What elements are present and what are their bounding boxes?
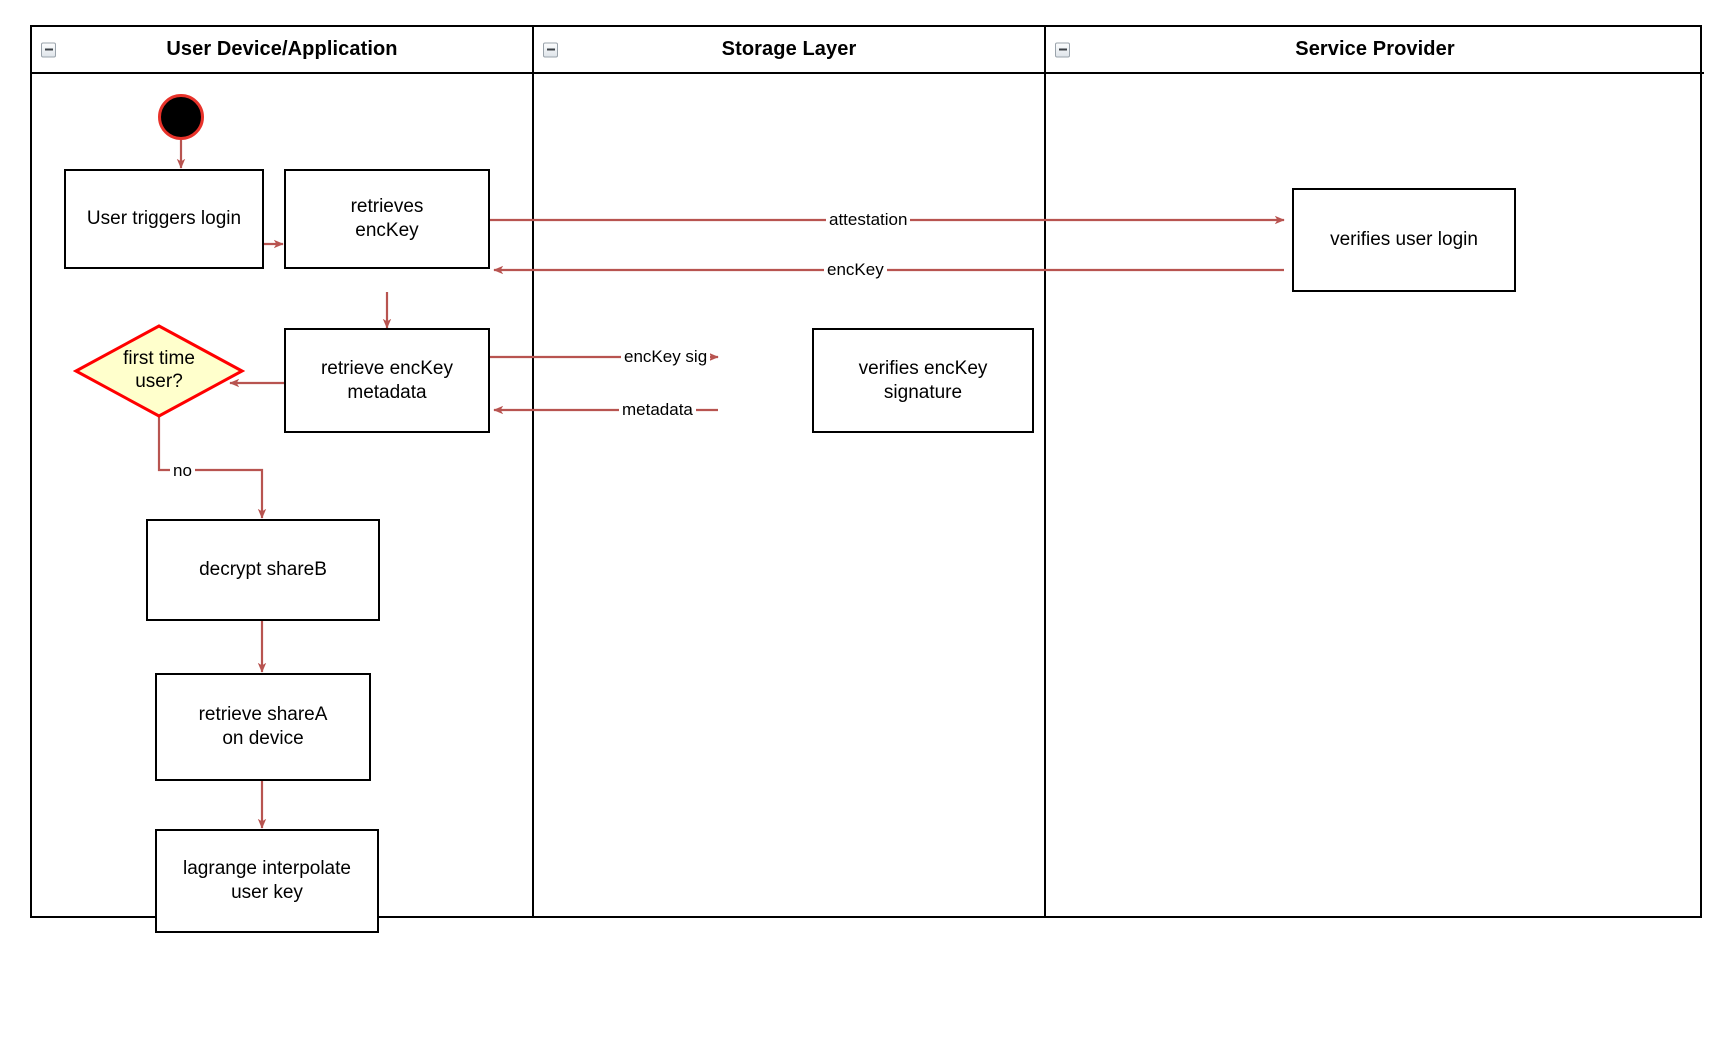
lane-title-storage-layer: Storage Layer — [721, 38, 857, 60]
collapse-minus-icon[interactable] — [543, 42, 558, 57]
collapse-minus-icon[interactable] — [41, 42, 56, 57]
lane-user-device[interactable]: User Device/Application — [32, 27, 532, 916]
edge-label-attestation: attestation — [826, 211, 911, 228]
lane-storage-layer[interactable]: Storage Layer — [532, 27, 1044, 916]
lane-title-user-device: User Device/Application — [166, 38, 398, 60]
node-verifies-user-login[interactable]: verifies user login — [1292, 188, 1516, 292]
start-node[interactable] — [158, 94, 204, 140]
lane-header-user-device: User Device/Application — [32, 27, 532, 74]
node-label: retrieves encKey — [350, 196, 424, 241]
lane-title-service-provider: Service Provider — [1295, 38, 1455, 60]
node-label: first time user? — [123, 348, 195, 392]
diamond-shape — [73, 324, 245, 418]
node-decrypt-shareb[interactable]: decrypt shareB — [146, 519, 380, 621]
collapse-minus-icon[interactable] — [1055, 42, 1070, 57]
node-lagrange-interpolate-user-key[interactable]: lagrange interpolate user key — [155, 829, 379, 933]
node-label: verifies user login — [1330, 229, 1478, 251]
lane-service-provider[interactable]: Service Provider — [1044, 27, 1704, 916]
node-label: User triggers login — [86, 208, 242, 230]
edge-label-metadata: metadata — [619, 401, 696, 418]
node-label: decrypt shareB — [199, 559, 327, 581]
node-label: verifies encKey signature — [858, 357, 988, 403]
lane-header-service-provider: Service Provider — [1046, 27, 1704, 74]
node-verifies-enckey-signature[interactable]: verifies encKey signature — [812, 328, 1034, 433]
edge-label-enckey-sig: encKey sig — [621, 348, 711, 365]
node-user-triggers-login[interactable]: User triggers login — [64, 169, 264, 269]
edge-label-no: no — [170, 462, 195, 479]
node-retrieve-sharea-on-device[interactable]: retrieve shareA on device — [155, 673, 371, 781]
node-label: retrieve encKey metadata — [320, 357, 453, 403]
node-label: lagrange interpolate user key — [183, 858, 351, 903]
node-label: retrieve shareA on device — [198, 704, 328, 749]
swimlane-pool: User Device/Application Storage Layer Se… — [30, 25, 1704, 918]
node-retrieves-enckey[interactable]: retrieves encKey — [284, 169, 490, 269]
node-retrieve-enckey-metadata[interactable]: retrieve encKey metadata — [284, 328, 490, 433]
edge-label-enckey: encKey — [824, 261, 887, 278]
node-first-time-user[interactable]: first time user? — [73, 323, 245, 419]
lane-header-storage-layer: Storage Layer — [534, 27, 1044, 74]
